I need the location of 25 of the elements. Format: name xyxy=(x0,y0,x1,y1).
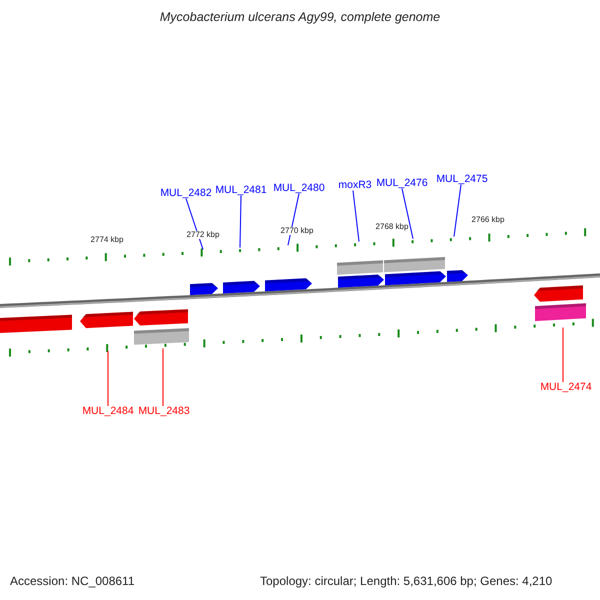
title: Mycobacterium ulcerans Agy99, complete genome xyxy=(160,11,440,24)
scale-ticks xyxy=(9,318,594,357)
gene-label: MUL_2481 xyxy=(215,185,267,196)
accession-text: Accession: NC_008611 xyxy=(10,575,135,587)
leader-line xyxy=(186,198,204,250)
scale-label: 2772 kbp xyxy=(186,231,220,239)
gene-label: MUL_2474 xyxy=(540,382,592,392)
scale-label: 2774 kbp xyxy=(90,236,124,244)
leader-line xyxy=(288,193,300,246)
gene-label: MUL_2475 xyxy=(436,174,488,184)
gene-label: MUL_2480 xyxy=(273,183,325,194)
leader-line xyxy=(562,327,564,382)
gene-label: MUL_2484 xyxy=(82,406,134,416)
genome-summary: Topology: circular; Length: 5,631,606 bp; Genes: 4,210 xyxy=(260,575,552,587)
gene-label: MUL_2476 xyxy=(376,178,428,188)
leader-line xyxy=(240,195,242,248)
leader-line xyxy=(352,190,360,242)
gene-label: moxR3 xyxy=(338,180,372,190)
leader-line xyxy=(454,184,462,237)
scale-label: 2770 kbp xyxy=(280,227,314,235)
leader-line xyxy=(402,188,414,240)
gene-label: MUL_2483 xyxy=(138,406,190,416)
leader-line xyxy=(162,348,164,406)
gene-label: MUL_2482 xyxy=(160,188,212,198)
scale-label: 2768 kbp xyxy=(376,223,408,231)
